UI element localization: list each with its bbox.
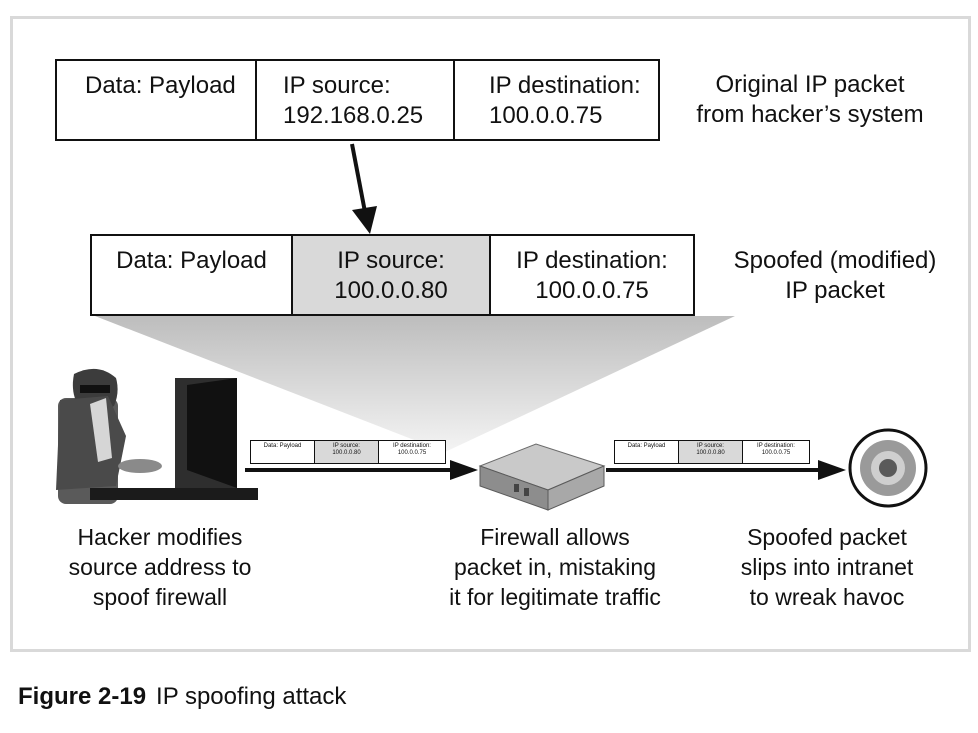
target-caption-line-1: Spoofed packet xyxy=(747,524,907,550)
figure-title: IP spoofing attack xyxy=(156,683,347,710)
down-arrow xyxy=(350,143,377,234)
target-caption-line-3: to wreak havoc xyxy=(749,584,905,610)
original-source-value: 192.168.0.25 xyxy=(283,102,424,129)
mini-2-data-label: Data: Payload xyxy=(627,443,666,449)
original-packet-caption: Original IP packet from hacker’s system xyxy=(690,70,930,130)
mini-packet-2-data: Data: Payload xyxy=(614,440,679,464)
spoofed-data-label: Data: Payload xyxy=(116,247,267,274)
target-caption-line-2: slips into intranet xyxy=(740,554,914,580)
spoofed-caption-line-1: Spoofed (modified) xyxy=(733,247,937,274)
original-packet-destination-field: IP destination: 100.0.0.75 xyxy=(453,59,660,141)
mini-packet-2-destination: IP destination: 100.0.0.75 xyxy=(742,440,810,464)
hacker-caption: Hacker modifies source address to spoof … xyxy=(40,522,280,612)
original-packet-source-field: IP source: 192.168.0.25 xyxy=(255,59,455,141)
firewall-caption-line-1: Firewall allows xyxy=(480,524,630,550)
spoofed-dest-label: IP destination: xyxy=(516,247,668,274)
arrow-firewall-to-target xyxy=(606,460,846,480)
mini-packet-1-destination: IP destination: 100.0.0.75 xyxy=(378,440,446,464)
original-dest-label: IP destination: xyxy=(489,72,641,99)
mini-packet-1-source: IP source: 100.0.0.80 xyxy=(314,440,379,464)
hacker-caption-line-2: source address to xyxy=(68,554,252,580)
mini-2-dest-label: IP destination: xyxy=(757,443,795,449)
spoofed-packet-data-field: Data: Payload xyxy=(90,234,293,316)
original-caption-line-2: from hacker’s system xyxy=(696,101,924,128)
spoofed-caption-line-2: IP packet xyxy=(785,277,885,304)
spoofed-source-value: 100.0.0.80 xyxy=(334,277,448,304)
target-icon xyxy=(848,428,928,508)
original-packet-data-field: Data: Payload xyxy=(55,59,257,141)
spoofed-packet-destination-field: IP destination: 100.0.0.75 xyxy=(489,234,695,316)
mini-packet-1-data: Data: Payload xyxy=(250,440,315,464)
figure-number: Figure 2-19 xyxy=(18,683,147,710)
projection-cone xyxy=(95,316,735,452)
mini-packet-2-source: IP source: 100.0.0.80 xyxy=(678,440,743,464)
spoofed-packet-caption: Spoofed (modified) IP packet xyxy=(712,246,958,306)
hacker-figure xyxy=(56,368,258,504)
mini-1-dest-value: 100.0.0.75 xyxy=(397,450,427,456)
spoofed-dest-value: 100.0.0.75 xyxy=(535,277,649,304)
mini-1-source-value: 100.0.0.80 xyxy=(332,450,361,456)
mini-2-source-value: 100.0.0.80 xyxy=(696,450,725,456)
original-caption-line-1: Original IP packet xyxy=(715,71,905,98)
firewall-caption: Firewall allows packet in, mistaking it … xyxy=(420,522,690,612)
original-dest-value: 100.0.0.75 xyxy=(489,102,603,129)
hacker-caption-line-1: Hacker modifies xyxy=(77,524,243,550)
figure-caption: Figure 2-19 IP spoofing attack xyxy=(18,683,346,711)
mini-2-dest-value: 100.0.0.75 xyxy=(761,450,791,456)
target-caption: Spoofed packet slips into intranet to wr… xyxy=(712,522,942,612)
firewall-device xyxy=(478,443,606,511)
firewall-caption-line-2: packet in, mistaking xyxy=(454,554,656,580)
spoofed-packet-source-field: IP source: 100.0.0.80 xyxy=(291,234,491,316)
original-data-label: Data: Payload xyxy=(85,72,236,99)
hacker-caption-line-3: spoof firewall xyxy=(92,584,228,610)
mini-1-data-label: Data: Payload xyxy=(263,443,302,449)
original-source-label: IP source: xyxy=(283,72,391,99)
firewall-caption-line-3: it for legitimate traffic xyxy=(449,584,661,610)
arrow-hacker-to-firewall xyxy=(245,460,478,480)
mini-1-source-label: IP source: xyxy=(333,443,360,449)
mini-1-dest-label: IP destination: xyxy=(393,443,431,449)
spoofed-source-label: IP source: xyxy=(337,247,445,274)
mini-2-source-label: IP source: xyxy=(697,443,724,449)
